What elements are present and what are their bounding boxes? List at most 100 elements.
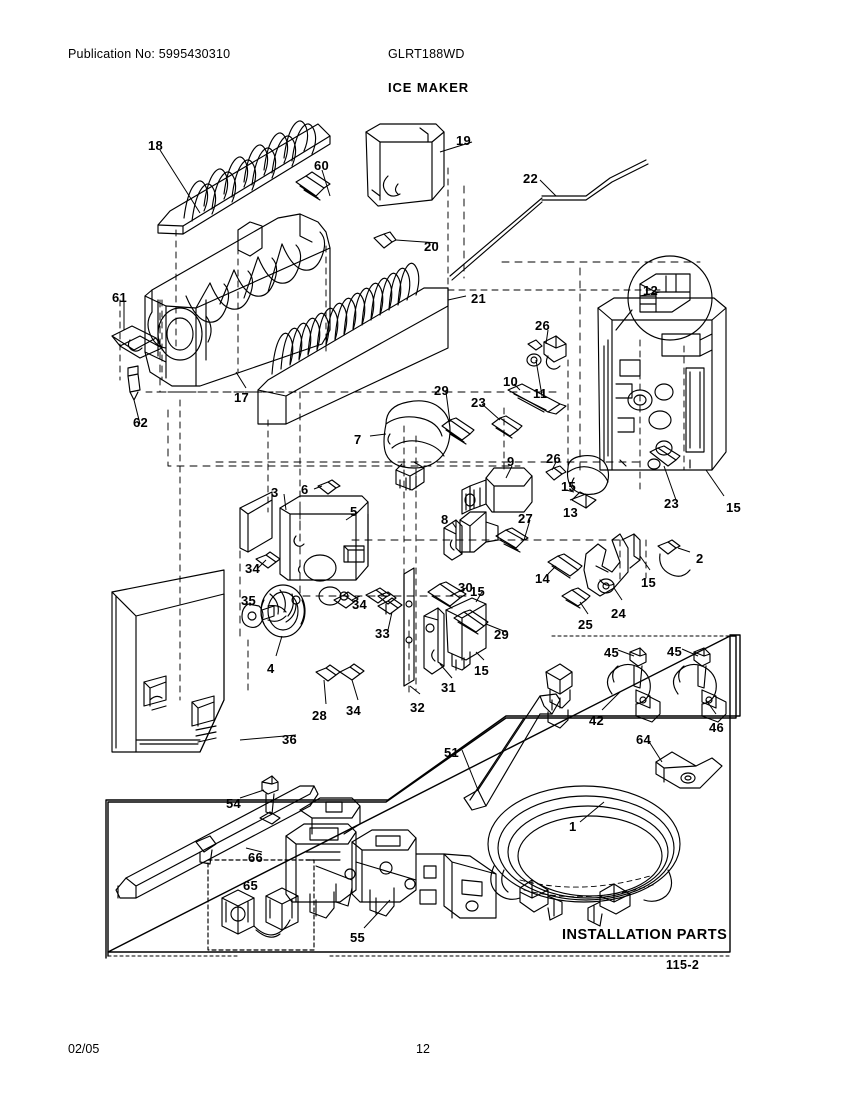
installation-box-path-b bbox=[108, 636, 730, 952]
callout-30: 30 bbox=[458, 580, 474, 595]
callout-25: 25 bbox=[578, 617, 594, 632]
callout-46: 46 bbox=[709, 720, 725, 735]
part-7-ice-maker-motor bbox=[384, 401, 450, 490]
callout-5: 5 bbox=[350, 504, 358, 519]
part-27-screw bbox=[496, 528, 528, 552]
misc-small-hardware bbox=[378, 592, 396, 614]
callout-26: 26 bbox=[546, 451, 562, 466]
callout-3: 3 bbox=[271, 485, 279, 500]
callout-28: 28 bbox=[312, 708, 328, 723]
part-31-bracket bbox=[424, 608, 444, 674]
callout-45: 45 bbox=[667, 644, 683, 659]
part-42-clamp bbox=[607, 664, 660, 722]
callout-19: 19 bbox=[456, 133, 472, 148]
callout-23: 23 bbox=[471, 395, 487, 410]
part-32-support-bar bbox=[404, 568, 414, 686]
callout-15: 15 bbox=[474, 663, 490, 678]
footer-date: 02/05 bbox=[68, 1042, 100, 1056]
callout-35: 35 bbox=[241, 593, 257, 608]
part-15-washer-31 bbox=[446, 598, 486, 670]
installation-box-path-a bbox=[108, 636, 736, 956]
publication-number: Publication No: 5995430310 bbox=[68, 47, 231, 61]
callout-11: 11 bbox=[533, 386, 548, 401]
callout-42: 42 bbox=[589, 713, 605, 728]
callout-23: 23 bbox=[664, 496, 680, 511]
part-64-mounting-clip bbox=[656, 752, 722, 788]
part-66-drain-tube bbox=[116, 786, 318, 898]
part-4-fan-wheel bbox=[261, 585, 305, 637]
callout-15: 15 bbox=[470, 584, 486, 599]
part-55-water-inlet-valve bbox=[286, 798, 496, 918]
callout-14: 14 bbox=[535, 571, 551, 586]
callout-4: 4 bbox=[267, 661, 275, 676]
part-14-screw bbox=[548, 554, 582, 578]
part-13-cam-switch bbox=[568, 456, 609, 508]
part-21-ice-mold-cover bbox=[258, 263, 448, 424]
callout-45: 45 bbox=[604, 645, 620, 660]
part-3-insulation-panel bbox=[240, 492, 272, 552]
callout-6: 6 bbox=[301, 482, 309, 497]
callout-54: 54 bbox=[226, 796, 242, 811]
screws-30-29b bbox=[428, 582, 488, 634]
footer-page-number: 12 bbox=[416, 1042, 430, 1056]
control-module-housing bbox=[598, 298, 726, 470]
part-19-support-bracket bbox=[366, 124, 444, 206]
part-62-screw bbox=[128, 366, 140, 400]
part-35-bushing bbox=[242, 604, 274, 627]
page-title: ICE MAKER bbox=[388, 80, 470, 95]
callout-64: 64 bbox=[636, 732, 652, 747]
callout-34: 34 bbox=[245, 561, 261, 576]
part-45-screws bbox=[630, 648, 710, 688]
callout-15: 15 bbox=[561, 479, 577, 494]
callout-17: 17 bbox=[234, 390, 250, 405]
callout-34: 34 bbox=[352, 597, 368, 612]
callout-2: 2 bbox=[696, 551, 704, 566]
callout-55: 55 bbox=[350, 930, 366, 945]
callout-36: 36 bbox=[282, 732, 298, 747]
diagram-code: 115-2 bbox=[666, 958, 700, 972]
callout-22: 22 bbox=[523, 171, 539, 186]
part-2-wire-harness bbox=[658, 540, 690, 576]
callout-20: 20 bbox=[424, 239, 440, 254]
callout-10: 10 bbox=[503, 374, 519, 389]
callout-29: 29 bbox=[434, 383, 450, 398]
part-60-screw bbox=[296, 172, 330, 200]
callout-33: 33 bbox=[375, 626, 391, 641]
callout-65: 65 bbox=[243, 878, 259, 893]
installation-parts-box bbox=[106, 635, 740, 958]
callout-1: 1 bbox=[569, 819, 577, 834]
part-8-thermostat-bracket bbox=[444, 512, 498, 560]
part-29-screw bbox=[442, 418, 474, 444]
model-number: GLRT188WD bbox=[388, 47, 465, 61]
callout-13: 13 bbox=[563, 505, 579, 520]
callout-18: 18 bbox=[148, 138, 164, 153]
callout-61: 61 bbox=[112, 290, 128, 305]
callout-32: 32 bbox=[410, 700, 426, 715]
callout-8: 8 bbox=[441, 512, 449, 527]
callout-29: 29 bbox=[494, 627, 510, 642]
callout-24: 24 bbox=[611, 606, 627, 621]
part-18-ejector-comb bbox=[158, 121, 330, 234]
callout-21: 21 bbox=[471, 291, 487, 306]
callout-7: 7 bbox=[354, 432, 362, 447]
callout-27: 27 bbox=[518, 511, 534, 526]
part-10-shaft bbox=[508, 384, 566, 414]
part-25-screw bbox=[562, 588, 590, 608]
part-23b-screw bbox=[648, 446, 680, 469]
part-1-water-supply-tubing bbox=[488, 786, 680, 926]
callout-15: 15 bbox=[726, 500, 742, 515]
callout-26: 26 bbox=[535, 318, 551, 333]
part-20-screw bbox=[374, 232, 396, 248]
installation-parts-label: INSTALLATION PARTS bbox=[562, 927, 728, 943]
part-5-support-plate bbox=[280, 496, 368, 605]
part-51-fill-tube bbox=[464, 664, 572, 810]
callout-31: 31 bbox=[441, 680, 457, 695]
callout-9: 9 bbox=[507, 454, 515, 469]
part-65-harness-inset bbox=[208, 860, 314, 950]
part-26-11-fittings bbox=[527, 336, 566, 369]
callout-51: 51 bbox=[444, 745, 460, 760]
callout-62: 62 bbox=[133, 415, 149, 430]
part-54-clip bbox=[260, 776, 280, 824]
part-24-ejector-arm bbox=[584, 534, 640, 596]
